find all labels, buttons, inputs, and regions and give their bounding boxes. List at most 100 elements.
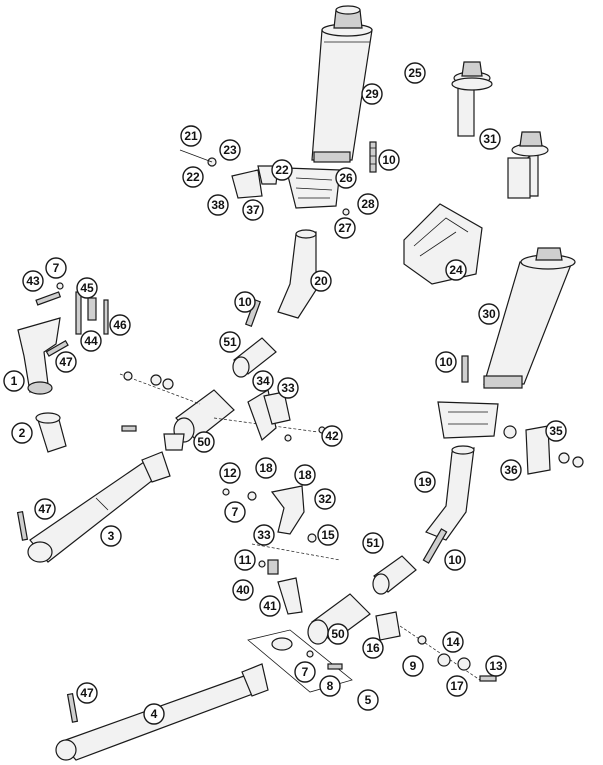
callout-26: 26 xyxy=(335,167,357,189)
callout-10-a: 10 xyxy=(378,149,400,171)
svg-text:25: 25 xyxy=(408,66,422,80)
callout-1: 1 xyxy=(3,370,25,392)
svg-text:22: 22 xyxy=(275,163,289,177)
svg-text:27: 27 xyxy=(338,221,352,235)
svg-text:13: 13 xyxy=(489,659,503,673)
svg-text:23: 23 xyxy=(223,143,237,157)
svg-text:38: 38 xyxy=(211,198,225,212)
svg-text:15: 15 xyxy=(321,528,335,542)
spring-mid xyxy=(244,298,262,328)
svg-text:47: 47 xyxy=(80,686,94,700)
svg-text:17: 17 xyxy=(450,679,464,693)
callout-30: 30 xyxy=(478,303,500,325)
svg-text:33: 33 xyxy=(257,528,271,542)
callout-3: 3 xyxy=(100,525,122,547)
svg-text:26: 26 xyxy=(339,171,353,185)
heat-shield xyxy=(403,203,483,285)
callout-28: 28 xyxy=(357,193,379,215)
svg-text:36: 36 xyxy=(504,463,518,477)
callout-34: 34 xyxy=(252,370,274,392)
svg-text:44: 44 xyxy=(84,334,98,348)
callout-15: 15 xyxy=(317,524,339,546)
svg-text:46: 46 xyxy=(113,318,127,332)
callout-51-b: 51 xyxy=(362,532,384,554)
callout-29: 29 xyxy=(361,83,383,105)
svg-text:20: 20 xyxy=(314,274,328,288)
svg-text:30: 30 xyxy=(482,307,496,321)
sleeve-51-left xyxy=(232,337,277,378)
end-cap-top xyxy=(451,61,549,199)
svg-text:50: 50 xyxy=(331,627,345,641)
callout-36: 36 xyxy=(500,459,522,481)
callout-8: 8 xyxy=(319,675,341,697)
callout-32: 32 xyxy=(314,488,336,510)
callout-22-a: 22 xyxy=(182,166,204,188)
clamp-kit-5 xyxy=(247,629,353,693)
svg-text:10: 10 xyxy=(238,295,252,309)
svg-text:5: 5 xyxy=(365,693,372,707)
callout-10-d: 10 xyxy=(444,549,466,571)
svg-text:10: 10 xyxy=(439,355,453,369)
header-pipe-1 xyxy=(17,317,61,395)
svg-text:42: 42 xyxy=(325,429,339,443)
callout-37: 37 xyxy=(242,199,264,221)
callout-50-b: 50 xyxy=(327,623,349,645)
svg-text:10: 10 xyxy=(382,153,396,167)
svg-text:32: 32 xyxy=(318,492,332,506)
callout-20: 20 xyxy=(310,270,332,292)
svg-text:4: 4 xyxy=(151,707,158,721)
svg-text:12: 12 xyxy=(223,466,237,480)
svg-text:7: 7 xyxy=(302,665,309,679)
callout-24: 24 xyxy=(445,259,467,281)
callout-31: 31 xyxy=(479,128,501,150)
callout-50-a: 50 xyxy=(193,431,215,453)
callout-47-a: 47 xyxy=(55,351,77,373)
callout-18-b: 18 xyxy=(294,464,316,486)
svg-text:34: 34 xyxy=(256,374,270,388)
svg-text:29: 29 xyxy=(365,87,379,101)
callout-35: 35 xyxy=(545,420,567,442)
callout-7-b: 7 xyxy=(224,501,246,523)
svg-text:47: 47 xyxy=(38,502,52,516)
muffler-right xyxy=(483,247,576,389)
svg-text:31: 31 xyxy=(483,132,497,146)
callout-18-a: 18 xyxy=(255,457,277,479)
callout-42: 42 xyxy=(321,425,343,447)
svg-text:11: 11 xyxy=(239,553,252,567)
callout-25: 25 xyxy=(404,62,426,84)
svg-text:21: 21 xyxy=(184,129,198,143)
muffler-bracket-top xyxy=(179,149,350,216)
callout-33-a: 33 xyxy=(277,377,299,399)
callout-5: 5 xyxy=(357,689,379,711)
callout-23: 23 xyxy=(219,139,241,161)
svg-text:7: 7 xyxy=(232,505,239,519)
stud-47-left xyxy=(16,510,29,541)
svg-text:40: 40 xyxy=(236,583,250,597)
svg-text:51: 51 xyxy=(366,536,380,550)
svg-text:37: 37 xyxy=(246,203,260,217)
svg-text:35: 35 xyxy=(549,424,563,438)
callout-21: 21 xyxy=(180,125,202,147)
callout-51-a: 51 xyxy=(219,331,241,353)
seal-2 xyxy=(35,412,67,453)
svg-text:41: 41 xyxy=(263,599,277,613)
svg-text:43: 43 xyxy=(26,274,40,288)
svg-text:24: 24 xyxy=(449,263,463,277)
svg-text:47: 47 xyxy=(59,355,73,369)
svg-text:16: 16 xyxy=(366,641,380,655)
svg-text:10: 10 xyxy=(448,553,462,567)
callout-13: 13 xyxy=(485,655,507,677)
callout-10-c: 10 xyxy=(435,351,457,373)
manifold-pipe-3 xyxy=(27,451,171,563)
svg-text:19: 19 xyxy=(418,475,432,489)
right-assembly xyxy=(372,355,584,595)
callout-44: 44 xyxy=(80,330,102,352)
svg-text:28: 28 xyxy=(361,197,375,211)
svg-text:33: 33 xyxy=(281,381,295,395)
svg-text:45: 45 xyxy=(80,281,94,295)
callout-16: 16 xyxy=(362,637,384,659)
svg-text:22: 22 xyxy=(186,170,200,184)
callout-41: 41 xyxy=(259,595,281,617)
callout-45: 45 xyxy=(76,277,98,299)
